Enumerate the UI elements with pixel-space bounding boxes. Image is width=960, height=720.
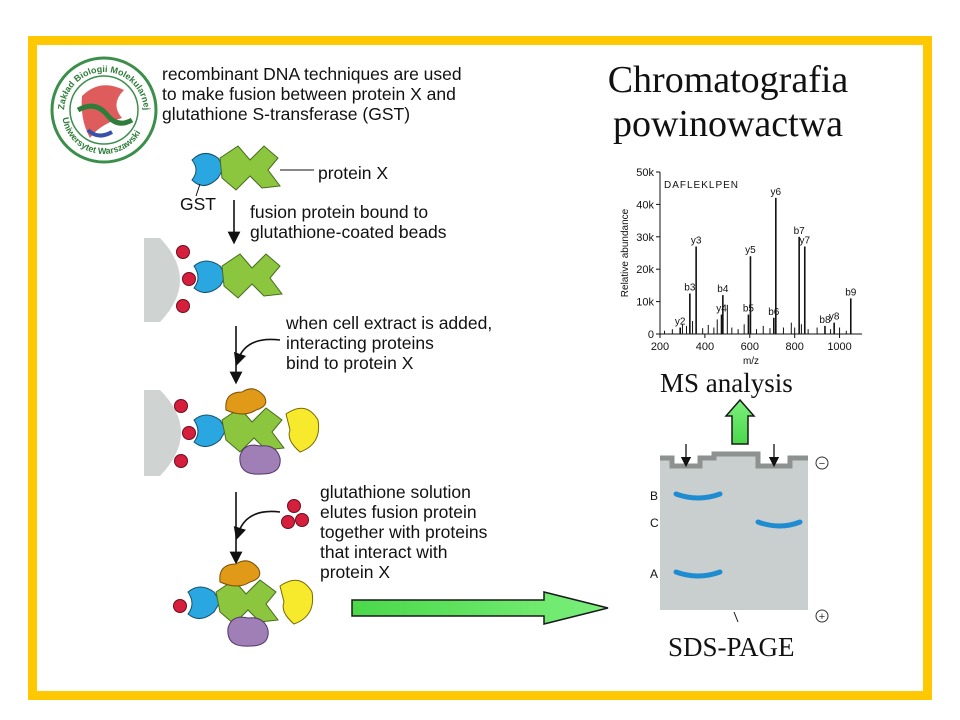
ms-x-tick-label: 200: [651, 341, 669, 353]
step-1-line: to make fusion between protein X and: [162, 84, 456, 104]
ms-y-tick-label: 10k: [636, 297, 654, 309]
title-line-2: powinowactwa: [612, 103, 844, 145]
ms-y-tick-label: 40k: [636, 199, 654, 211]
glutathione-molecules: [281, 499, 309, 529]
gel-plus-sign: +: [819, 611, 825, 623]
step-1-line: glutathione S-transferase (GST): [162, 104, 411, 124]
step-4-line: that interact with: [320, 542, 448, 562]
ms-spectrum-chart: 0 10k 20k 30k 40k 50k 200 400 600 800 1000 m/z Relat…: [620, 167, 862, 367]
title-line-1: Chromatografia: [607, 59, 849, 101]
ms-x-tick-label: 600: [741, 341, 759, 353]
ms-y-tick-label: 20k: [636, 264, 654, 276]
step-3-line: bind to protein X: [286, 353, 414, 373]
arrow-merge-2: [233, 338, 281, 367]
step-4-line: elutes fusion protein: [320, 502, 477, 522]
step-3-text: when cell extract is added, interacting …: [286, 313, 492, 373]
eluted-complex-stage-4: [173, 560, 314, 647]
ms-peak-label-y2: y2: [675, 317, 686, 328]
step-3-line: interacting proteins: [286, 333, 434, 353]
bead-stage-2: [144, 238, 283, 322]
sds-page-label: SDS-PAGE: [668, 632, 795, 662]
ms-x-axis-label: m/z: [743, 356, 759, 367]
ms-x-tick-label: 1000: [827, 341, 851, 353]
ms-peak-label-y4: y4: [716, 304, 727, 315]
gst-label: GST: [180, 194, 216, 214]
ms-peak-label-b4: b4: [717, 284, 729, 295]
ms-analysis-label: MS analysis: [660, 368, 793, 398]
gel-label-b: B: [650, 489, 658, 503]
step-4-line: glutathione solution: [320, 482, 471, 502]
gel-band-b: [673, 491, 723, 501]
gel-plus-electrode: [815, 609, 829, 623]
ms-peak-label-b6: b6: [768, 307, 780, 318]
ms-peak-label-b5: b5: [743, 304, 755, 315]
ms-peak-label-y7: y7: [799, 236, 810, 247]
gel-minus-electrode: [815, 456, 829, 470]
gel-band-a: [673, 569, 723, 579]
ms-x-tick-label: 400: [696, 341, 714, 353]
green-arrow-to-gel: [351, 591, 609, 625]
green-arrow-to-ms: [724, 398, 756, 445]
ms-y-tick-label: 0: [648, 329, 654, 341]
gel-label-a: A: [650, 567, 658, 581]
ms-peptide-title: DAFLEKLPEN: [664, 180, 739, 191]
arrow-merge-3: [233, 510, 281, 541]
step-3-line: when cell extract is added,: [286, 313, 493, 333]
step-2-line: fusion protein bound to: [250, 202, 429, 222]
protein-x-domain: [219, 145, 281, 191]
ms-peak-label-y8: y8: [829, 312, 840, 323]
ms-peak-label-y3: y3: [691, 236, 702, 247]
ms-peak-label-b9: b9: [845, 287, 857, 298]
protein-x-label: protein X: [318, 163, 389, 183]
gel-minus-sign: −: [819, 458, 825, 470]
step-1-line: recombinant DNA techniques are used: [162, 64, 462, 84]
ms-peak-label-b3: b3: [684, 283, 696, 294]
ms-y-tick-label: 50k: [636, 167, 654, 179]
sds-page-gel: [660, 444, 829, 623]
step-2-line: glutathione-coated beads: [250, 222, 447, 242]
step-1-text: recombinant DNA techniques are used to m…: [162, 64, 462, 124]
slide-frame: [28, 36, 932, 700]
ms-y-axis-label: Relative abundance: [620, 208, 631, 297]
gel-label-c: C: [650, 516, 659, 530]
step-4-line: together with proteins: [320, 522, 488, 542]
ms-peak-label-y5: y5: [745, 245, 756, 256]
slide-title: Chromatografia powinowactwa: [578, 58, 878, 146]
ms-peak-label-y6: y6: [771, 187, 782, 198]
complex-stage-3: [144, 388, 320, 476]
step-4-line: protein X: [320, 562, 391, 582]
fusion-protein-stage-1: [191, 145, 314, 197]
gel-band-c: [755, 519, 803, 529]
step-4-text: glutathione solution elutes fusion prote…: [320, 482, 487, 582]
step-2-text: fusion protein bound to glutathione-coat…: [250, 202, 447, 242]
ms-y-tick-label: 30k: [636, 232, 654, 244]
ms-peak-label-b8: b8: [819, 315, 831, 326]
ms-peak-label-b7: b7: [794, 226, 806, 237]
gst-domain: [191, 153, 225, 186]
ms-x-tick-label: 800: [785, 341, 803, 353]
